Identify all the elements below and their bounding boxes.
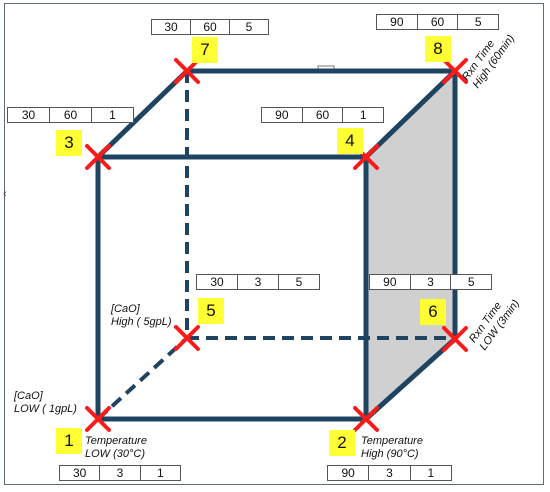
cao-low-line-1: [CaO] (14, 390, 43, 402)
value-cell: 90 (328, 466, 370, 480)
value-cell: 30 (8, 108, 50, 122)
corner-badge-8: 8 (425, 36, 451, 62)
value-cell: 1 (359, 108, 367, 122)
value-cell: 60 (303, 108, 344, 122)
cao-high-line-1: [CaO] (111, 303, 140, 315)
temperature-low-line-2: LOW (30°C) (85, 448, 146, 460)
corner-badge-7: 7 (192, 37, 218, 63)
temperature-low-label: Temperature LOW (30°C) (85, 435, 147, 461)
diagram-frame (4, 3, 544, 485)
shaded-right-face (366, 71, 455, 419)
value-cell: 1 (156, 466, 164, 480)
value-cell: 60 (50, 108, 92, 122)
value-cell: 30 (152, 20, 191, 34)
corner-badge-6: 6 (420, 299, 446, 325)
cao-high-line-2: High ( 5gpL) (111, 316, 172, 328)
corner-badge-3: 3 (56, 130, 82, 156)
temperature-high-label: Temperature High (90°C) (361, 435, 423, 461)
cao-low-line-2: LOW ( 1gpL) (14, 403, 77, 415)
temperature-high-line-1: Temperature (361, 435, 423, 447)
value-cell: 90 (370, 275, 411, 289)
hidden-edge-diagonal (96, 336, 189, 421)
corner-8-values: 90 60 5 (376, 14, 499, 30)
value-cell: 3 (238, 275, 279, 289)
x-marker-2 (353, 406, 379, 432)
x-marker-7 (174, 58, 200, 84)
value-cell: 30 (60, 466, 101, 480)
cao-low-label: [CaO] LOW ( 1gpL) (14, 390, 77, 416)
x-marker-5 (174, 325, 200, 351)
value-cell: 5 (467, 275, 475, 289)
value-cell: 5 (295, 275, 303, 289)
corner-badge-2: 2 (329, 430, 355, 456)
value-cell: 90 (262, 108, 303, 122)
value-cell: 1 (427, 466, 435, 480)
corner-6-values: 90 3 5 (369, 274, 492, 290)
x-marker-8 (442, 58, 468, 84)
corner-4-values: 90 60 1 (261, 107, 384, 123)
visible-edges (95, 68, 458, 422)
corner-7-values: 30 60 5 (151, 19, 269, 35)
temperature-high-line-2: High (90°C) (361, 448, 419, 460)
value-cell: 5 (245, 20, 253, 34)
corner-badge-1: 1 (56, 428, 82, 454)
corner-2-values: 90 3 1 (327, 465, 452, 481)
value-cell: 60 (191, 20, 230, 34)
corner-badge-4: 4 (337, 128, 363, 154)
corner-3-values: 30 60 1 (7, 107, 134, 123)
value-cell: 3 (100, 466, 141, 480)
corner-1-values: 30 3 1 (59, 465, 181, 481)
temperature-low-line-1: Temperature (85, 435, 147, 447)
stray-mark: ‹ (3, 188, 7, 200)
x-marker-3 (85, 144, 111, 170)
value-cell: 90 (377, 15, 418, 29)
corner-badge-5: 5 (198, 298, 224, 324)
value-cell: 30 (197, 275, 238, 289)
corner-5-values: 30 3 5 (196, 274, 320, 290)
value-cell: 60 (418, 15, 459, 29)
value-cell: 5 (474, 15, 482, 29)
x-marker-6 (442, 326, 468, 352)
value-cell: 3 (411, 275, 452, 289)
x-marker-1 (85, 406, 111, 432)
value-cell: 1 (109, 108, 116, 122)
cao-high-label: [CaO] High ( 5gpL) (111, 303, 172, 329)
value-cell: 3 (369, 466, 411, 480)
